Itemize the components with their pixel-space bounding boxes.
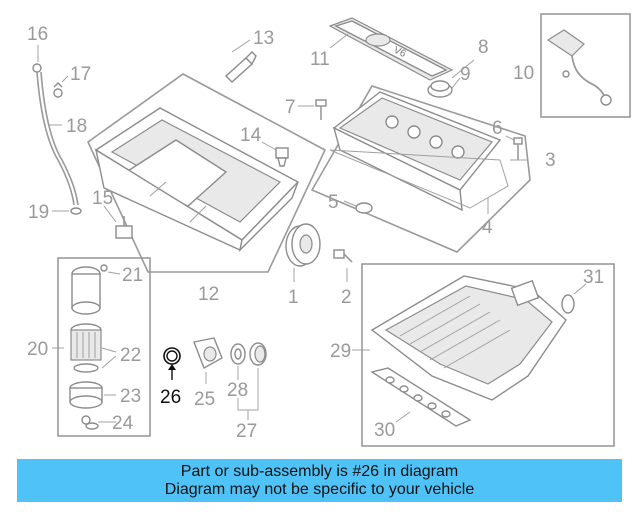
- callout-27: 27: [236, 421, 257, 442]
- engine-cover-icon: V6: [328, 17, 454, 81]
- drain-o-ring-icon: [81, 415, 99, 430]
- callout-30: 30: [374, 420, 395, 441]
- crankshaft-pulley-icon: [285, 223, 321, 267]
- info-banner: Part or sub-assembly is #26 in diagram D…: [17, 459, 622, 502]
- callout-31: 31: [583, 267, 604, 288]
- intake-gasket-icon: [370, 367, 472, 427]
- callout-4: 4: [482, 217, 493, 238]
- oil-pan-group-outline: [86, 73, 327, 273]
- valve-cover-seal-icon: [355, 202, 373, 214]
- callout-11: 11: [310, 49, 330, 70]
- clip-icon: [53, 82, 63, 98]
- oil-filter-element-icon: [70, 323, 102, 373]
- callout-6: 6: [492, 118, 503, 139]
- callout-17: 17: [70, 64, 91, 85]
- part-26-arrow: [168, 364, 176, 370]
- valve-cover-group-outline: [310, 85, 531, 253]
- callout-13: 13: [253, 28, 274, 49]
- sealant-tube-icon: [224, 51, 257, 83]
- pulley-bolt-icon: [333, 249, 353, 263]
- breather-hose-group-box: [540, 13, 631, 118]
- callout-23: 23: [120, 386, 141, 407]
- parts-diagram: V6: [27, 13, 631, 447]
- dipstick-icon: [32, 63, 82, 215]
- callout-18: 18: [66, 116, 87, 137]
- callout-8: 8: [478, 37, 489, 58]
- callout-7: 7: [285, 97, 296, 118]
- seal-27-icon: [249, 342, 267, 366]
- bolt-icon: [315, 99, 327, 120]
- oil-pan-icon: [94, 107, 300, 253]
- oil-sensor-icon: [275, 147, 289, 167]
- callout-28: 28: [227, 380, 248, 401]
- callout-14: 14: [240, 125, 262, 146]
- callout-16: 16: [27, 24, 48, 45]
- callout-5: 5: [328, 192, 339, 213]
- drain-plug-icon: [115, 216, 133, 239]
- seal-28-icon: [230, 343, 246, 365]
- callout-24: 24: [112, 413, 134, 434]
- callout-12: 12: [198, 284, 219, 305]
- valve-cover-bolt-icon: [513, 137, 523, 160]
- callout-15: 15: [92, 188, 113, 209]
- intake-o-ring-icon: [561, 294, 575, 314]
- callout-1: 1: [288, 287, 299, 308]
- callout-10: 10: [513, 63, 534, 84]
- o-ring-part-26-icon[interactable]: [163, 347, 181, 365]
- callout-2: 2: [341, 287, 352, 308]
- banner-line-1: Part or sub-assembly is #26 in diagram: [180, 462, 459, 480]
- breather-hose-icon: [546, 29, 612, 106]
- cover-badge: V6: [392, 45, 408, 60]
- callout-20: 20: [27, 339, 48, 360]
- banner-line-2: Diagram may not be specific to your vehi…: [164, 480, 475, 498]
- callout-25: 25: [194, 389, 215, 410]
- oil-filter-housing-icon: [71, 264, 108, 315]
- callout-26[interactable]: 26: [160, 387, 181, 408]
- oil-cap-icon: [427, 80, 453, 98]
- callout-19: 19: [28, 202, 49, 223]
- intake-manifold-group-box: [361, 263, 615, 447]
- callout-22: 22: [120, 345, 141, 366]
- valve-cover-icon: [329, 91, 509, 212]
- oil-filter-group-box: [57, 257, 151, 437]
- callout-29: 29: [330, 341, 351, 362]
- intake-manifold-icon: [370, 275, 567, 401]
- oil-filter-cap-icon: [69, 381, 103, 409]
- oil-cooler-adapter-icon: [193, 337, 223, 370]
- callout-3: 3: [545, 150, 556, 171]
- callout-21: 21: [122, 265, 143, 286]
- callout-9: 9: [460, 64, 471, 85]
